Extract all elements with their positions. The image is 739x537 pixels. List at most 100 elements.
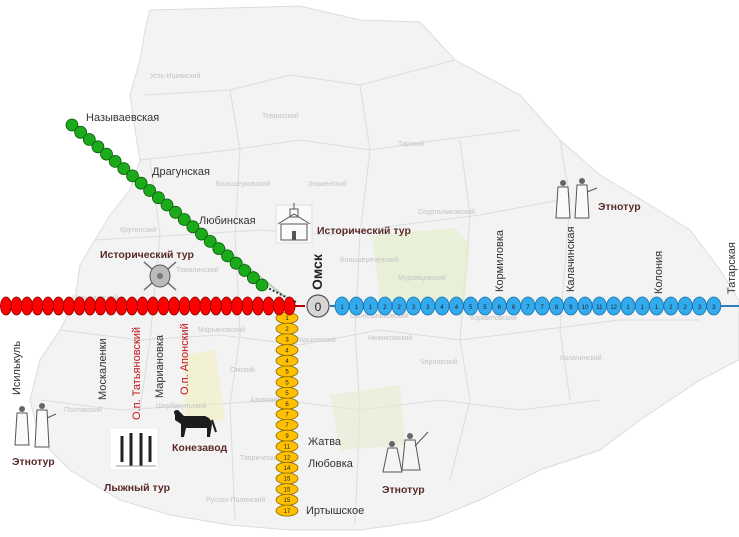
north-stop[interactable]	[117, 162, 131, 176]
north-stop[interactable]	[65, 118, 79, 132]
south-stop[interactable]: 5	[275, 365, 299, 378]
north-stop[interactable]	[100, 147, 113, 161]
north-stop[interactable]	[143, 184, 157, 197]
tour-historical-east[interactable]: Исторический тур	[275, 203, 411, 244]
east-stop[interactable]: 7	[534, 296, 550, 316]
east-stop[interactable]: 1	[634, 296, 650, 316]
north-stop[interactable]	[203, 234, 217, 248]
west-stop[interactable]	[31, 296, 44, 316]
east-stop[interactable]: 10	[577, 296, 593, 316]
east-stop[interactable]: 1	[348, 296, 364, 316]
west-stop[interactable]	[210, 296, 222, 316]
north-stop[interactable]	[126, 169, 139, 183]
west-stop[interactable]	[126, 296, 138, 316]
west-stop[interactable]	[136, 296, 149, 316]
east-stop[interactable]: 8	[549, 296, 564, 316]
south-stop[interactable]: 15	[275, 472, 299, 485]
north-stop[interactable]	[177, 213, 191, 226]
south-stop[interactable]: 3	[275, 333, 299, 346]
south-stop[interactable]: 17	[275, 504, 299, 517]
west-stop[interactable]	[63, 296, 75, 316]
east-stop[interactable]: 2	[677, 296, 693, 316]
west-stop[interactable]	[283, 296, 296, 316]
west-stop[interactable]	[105, 296, 117, 316]
south-stop[interactable]: 11	[275, 440, 299, 453]
east-stop[interactable]: 9	[563, 296, 579, 316]
west-stop[interactable]	[241, 296, 254, 316]
east-stop[interactable]: 1	[334, 296, 350, 316]
east-stop[interactable]: 5	[463, 296, 479, 316]
east-stop[interactable]: 11	[592, 296, 607, 316]
west-stop[interactable]	[42, 296, 54, 316]
south-stop[interactable]: 7	[275, 419, 299, 431]
west-stop[interactable]	[199, 296, 212, 316]
west-stop[interactable]	[21, 296, 33, 316]
north-stop[interactable]	[229, 256, 243, 270]
tour-ski[interactable]: Лыжный тур	[104, 427, 170, 494]
west-stop[interactable]	[115, 296, 128, 316]
west-stop[interactable]	[231, 296, 243, 316]
north-stop[interactable]	[186, 220, 200, 234]
south-stop[interactable]: 9	[275, 429, 299, 442]
tour-ethno-west[interactable]: Этнотур	[12, 403, 57, 468]
north-stop[interactable]	[212, 242, 226, 256]
south-stop[interactable]: 14	[275, 461, 299, 474]
south-stop[interactable]: 4	[275, 344, 299, 357]
omsk-hub[interactable]: 0	[306, 294, 330, 318]
east-stop[interactable]: 5	[477, 296, 493, 316]
south-stop[interactable]: 4	[275, 354, 299, 367]
north-stop[interactable]	[91, 140, 105, 154]
west-stop[interactable]	[252, 296, 264, 316]
east-stop[interactable]: 4	[448, 296, 464, 316]
east-stop[interactable]: 1	[363, 296, 379, 316]
north-stop[interactable]	[134, 176, 148, 190]
east-stop[interactable]: 3	[420, 296, 436, 316]
east-stop[interactable]: 6	[491, 296, 507, 316]
north-stop[interactable]	[238, 264, 252, 277]
south-stop[interactable]: 12	[275, 451, 299, 464]
west-stop[interactable]	[94, 296, 107, 316]
west-stop[interactable]	[189, 296, 201, 316]
north-stop[interactable]	[74, 125, 87, 139]
east-stop[interactable]: 1	[649, 296, 664, 316]
east-stop[interactable]: 2	[377, 296, 393, 316]
south-stop[interactable]: 6	[275, 397, 299, 410]
south-stop[interactable]: 5	[275, 386, 299, 399]
east-stop[interactable]: 12	[606, 296, 622, 316]
west-stop[interactable]	[220, 296, 233, 316]
east-stop[interactable]: 3	[706, 296, 722, 316]
north-stop[interactable]	[151, 191, 165, 205]
north-stop[interactable]	[255, 278, 269, 292]
west-stop[interactable]	[178, 296, 191, 316]
west-stop[interactable]	[0, 296, 12, 316]
north-stop[interactable]	[82, 133, 96, 146]
west-stop[interactable]	[10, 296, 23, 316]
south-stop[interactable]: 5	[275, 376, 299, 389]
west-stop[interactable]	[147, 296, 159, 316]
north-stop[interactable]	[160, 198, 174, 212]
east-stop[interactable]: 3	[692, 296, 707, 316]
west-stop[interactable]	[73, 296, 86, 316]
east-stop[interactable]: 6	[506, 296, 521, 316]
tour-horse[interactable]: Конезавод	[172, 410, 228, 454]
west-stop[interactable]	[262, 296, 275, 316]
tour-ethno-east[interactable]: Этнотур	[555, 178, 641, 219]
east-stop[interactable]: 3	[406, 296, 421, 316]
west-stop[interactable]	[84, 296, 96, 316]
east-stop[interactable]: 2	[663, 296, 679, 316]
west-stop[interactable]	[157, 296, 170, 316]
south-stop[interactable]: 15	[275, 493, 299, 506]
south-stop[interactable]: 2	[275, 322, 299, 335]
west-stop[interactable]	[168, 296, 180, 316]
east-stop[interactable]: 4	[434, 296, 450, 316]
north-stop[interactable]	[108, 154, 122, 168]
east-stop[interactable]: 7	[520, 296, 536, 316]
west-stop[interactable]	[273, 296, 285, 316]
north-stop[interactable]	[221, 249, 234, 263]
tour-ethno-south[interactable]: Этнотур	[382, 431, 429, 496]
west-stop[interactable]	[52, 296, 65, 316]
tour-historical-west[interactable]: Исторический тур	[100, 249, 194, 291]
north-stop[interactable]	[195, 227, 208, 241]
south-stop[interactable]: 15	[275, 483, 299, 496]
east-stop[interactable]: 1	[620, 296, 636, 316]
